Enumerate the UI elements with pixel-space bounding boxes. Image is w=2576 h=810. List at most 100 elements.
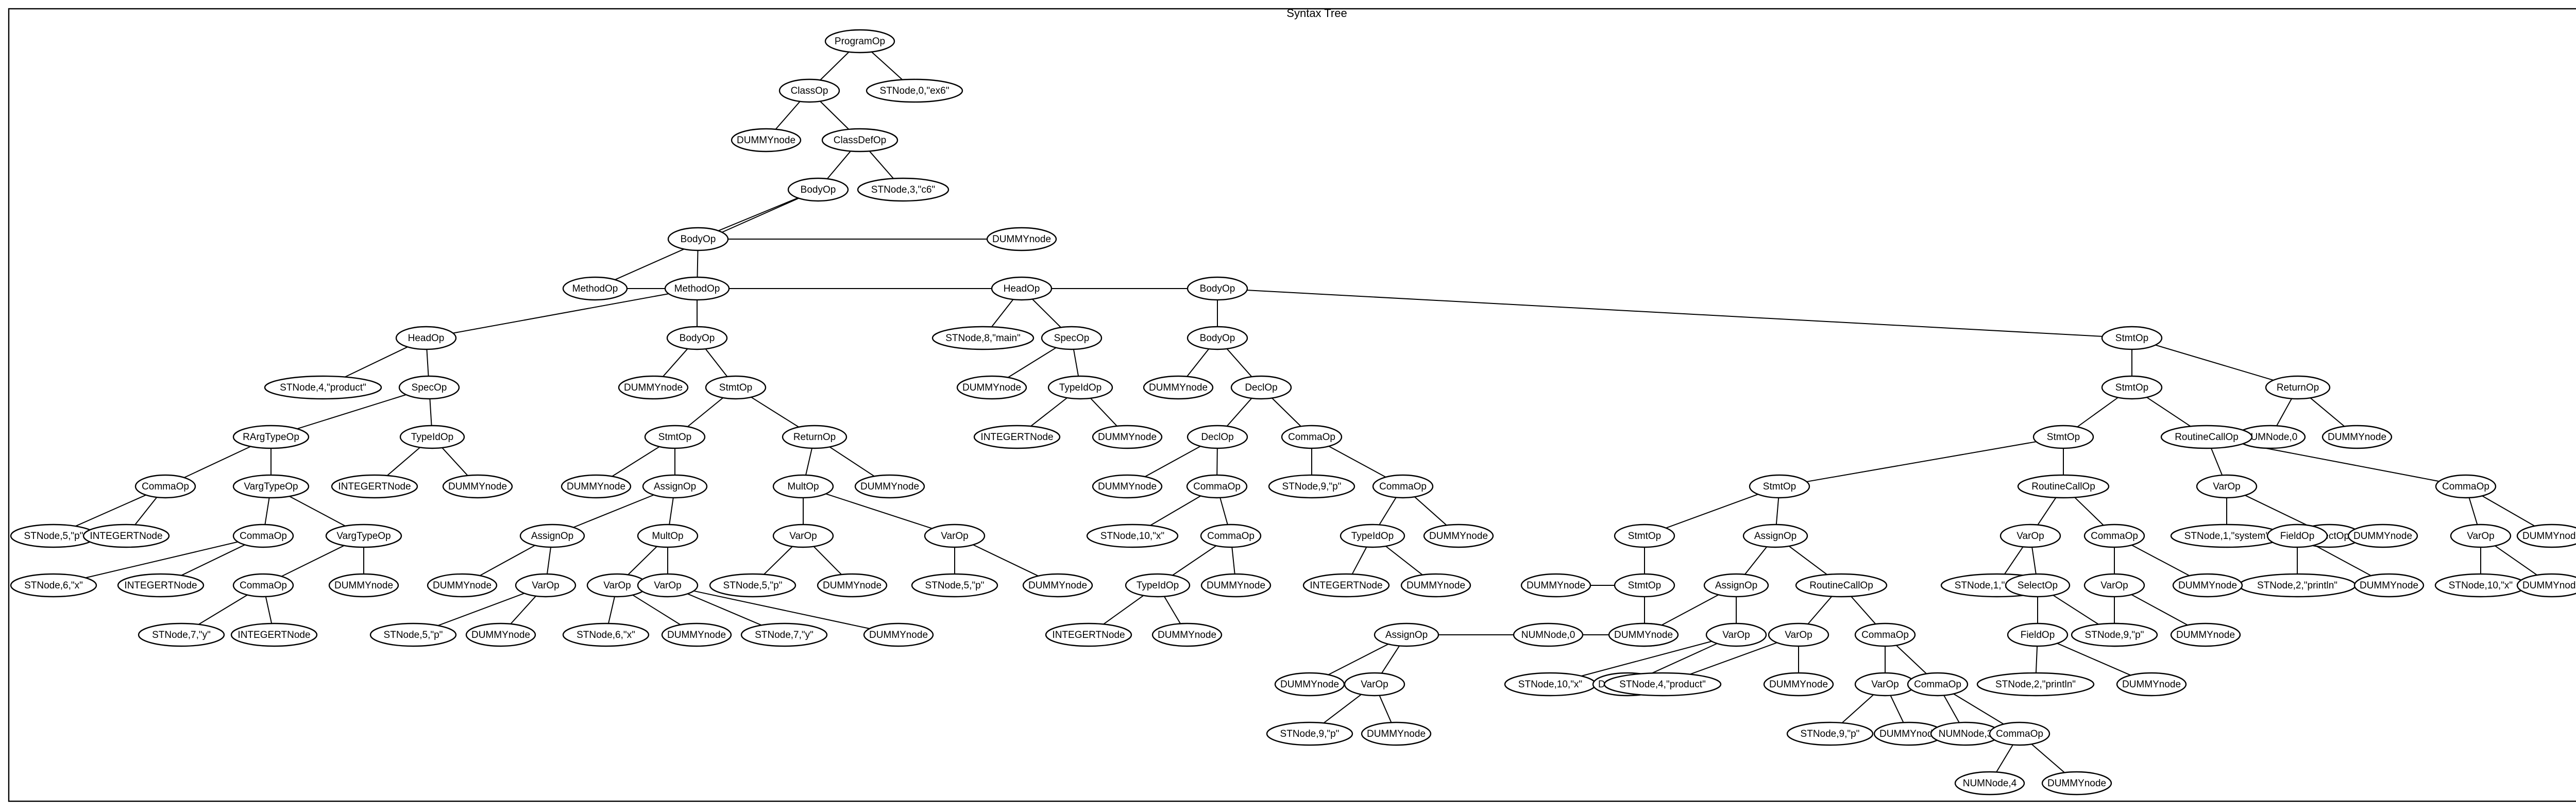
node-ellipse: [664, 276, 730, 301]
tree-edge: [2146, 397, 2191, 427]
tree-edge: [632, 594, 681, 626]
tree-node: TypeIdOp: [1340, 524, 1405, 548]
node-label: FieldOp: [2021, 630, 2055, 640]
node-ellipse: [778, 78, 840, 103]
tree-edge: [1806, 441, 2037, 482]
node-ellipse: [1092, 474, 1163, 499]
node-label: DUMMYnode: [1280, 679, 1339, 690]
tree-edge: [693, 590, 870, 629]
node-label: VarOp: [1785, 630, 1812, 640]
tree-edge: [829, 446, 875, 477]
tree-edge: [2482, 495, 2535, 527]
tree-node: DUMMYnode: [442, 474, 513, 499]
node-label: INTEGERTNode: [338, 481, 411, 492]
node-label: DUMMYnode: [860, 481, 919, 492]
tree-node: STNode,5,"p": [369, 622, 457, 647]
node-ellipse: [325, 524, 402, 548]
node-label: DUMMYnode: [869, 630, 928, 640]
node-label: CommaOp: [1996, 729, 2043, 739]
node-ellipse: [1151, 622, 1223, 647]
tree-node: FieldOp: [2007, 622, 2069, 647]
node-label: DUMMYnode: [2522, 580, 2576, 591]
node-ellipse: [398, 375, 460, 400]
node-ellipse: [866, 78, 963, 103]
tree-node: HeadOp: [991, 276, 1053, 301]
node-ellipse: [821, 128, 899, 153]
node-ellipse: [731, 128, 802, 153]
tree-edge: [281, 545, 345, 577]
tree-node: STNode,1,"system": [2170, 524, 2283, 548]
node-ellipse: [2172, 573, 2243, 598]
tree-edge: [386, 447, 420, 476]
node-label: CommaOp: [1207, 531, 1255, 542]
tree-node: NUMNode,0: [2235, 425, 2306, 449]
node-label: NUMNode,0: [2244, 432, 2298, 443]
node-ellipse: [986, 227, 1057, 251]
tree-edge: [2004, 546, 2024, 575]
tree-edge: [1744, 546, 1767, 575]
tree-node: BodyOp: [666, 326, 728, 350]
tree-edge: [1150, 495, 1201, 526]
node-ellipse: [772, 474, 834, 499]
tree-edge: [1414, 496, 1447, 526]
tree-node: INTEGERTNode: [973, 425, 1061, 449]
tree-node: BodyOp: [787, 177, 849, 202]
tree-edge: [1323, 694, 1362, 723]
node-ellipse: [1768, 622, 1829, 647]
tree-edge: [1032, 298, 1061, 328]
tree-edge: [1231, 547, 1235, 575]
tree-node: STNode,6,"x": [10, 573, 97, 598]
tree-edge: [669, 497, 674, 525]
node-label: SpecOp: [412, 382, 447, 393]
tree-node: ProgramOp: [824, 29, 895, 54]
tree-edge: [442, 447, 468, 476]
tree-node: INTEGERTNode: [117, 573, 205, 598]
tree-edge: [453, 293, 669, 334]
node-ellipse: [1705, 622, 1767, 647]
tree-node: DUMMYnode: [2172, 573, 2243, 598]
node-ellipse: [1907, 672, 1969, 697]
node-label: BodyOp: [1200, 333, 1235, 344]
tree-node: MultOp: [772, 474, 834, 499]
node-ellipse: [10, 573, 97, 598]
node-label: DUMMYnode: [567, 481, 625, 492]
node-label: MethodOp: [674, 283, 720, 294]
node-ellipse: [1268, 474, 1355, 499]
tree-node: AssignOp: [519, 524, 585, 548]
tree-node: DUMMYnode: [2516, 524, 2576, 548]
node-label: STNode,10,"x": [1518, 679, 1582, 690]
node-label: DUMMYnode: [2353, 531, 2412, 542]
node-label: TypeIdOp: [1137, 580, 1179, 591]
tree-node: DUMMYnode: [1022, 573, 1093, 598]
node-label: ClassDefOp: [834, 135, 886, 146]
node-label: STNode,9,"p": [1280, 729, 1340, 739]
tree-node: DUMMYnode: [1763, 672, 1834, 697]
tree-node: STNode,0,"ex6": [866, 78, 963, 103]
tree-edge: [573, 494, 654, 528]
tree-edge: [1851, 596, 1876, 625]
tree-edge: [345, 346, 408, 378]
tree-node: INTEGERTNode: [1302, 573, 1390, 598]
node-label: INTEGERTNode: [1052, 630, 1125, 640]
node-ellipse: [1749, 474, 1810, 499]
tree-node: ReturnOp: [782, 425, 848, 449]
tree-edge: [2037, 497, 2057, 526]
tree-node: VarOp: [1768, 622, 1829, 647]
node-label: INTEGERTNode: [238, 630, 310, 640]
tree-node: RoutineCallOp: [1795, 573, 1888, 598]
tree-node: AssignOp: [642, 474, 708, 499]
node-ellipse: [2116, 672, 2187, 697]
tree-node: DeclOp: [1187, 425, 1248, 449]
tree-edge: [2131, 594, 2188, 626]
node-ellipse: [1614, 573, 1675, 598]
tree-edge: [820, 100, 850, 130]
node-label: VarOp: [2213, 481, 2241, 492]
node-label: StmtOp: [2047, 432, 2080, 443]
tree-edge: [2074, 497, 2104, 526]
tree-node: STNode,8,"main": [931, 326, 1035, 350]
tree-node: DUMMYnode: [427, 573, 498, 598]
node-ellipse: [817, 573, 888, 598]
node-label: MultOp: [787, 481, 819, 492]
node-ellipse: [117, 573, 205, 598]
tree-edge: [1226, 398, 1252, 427]
